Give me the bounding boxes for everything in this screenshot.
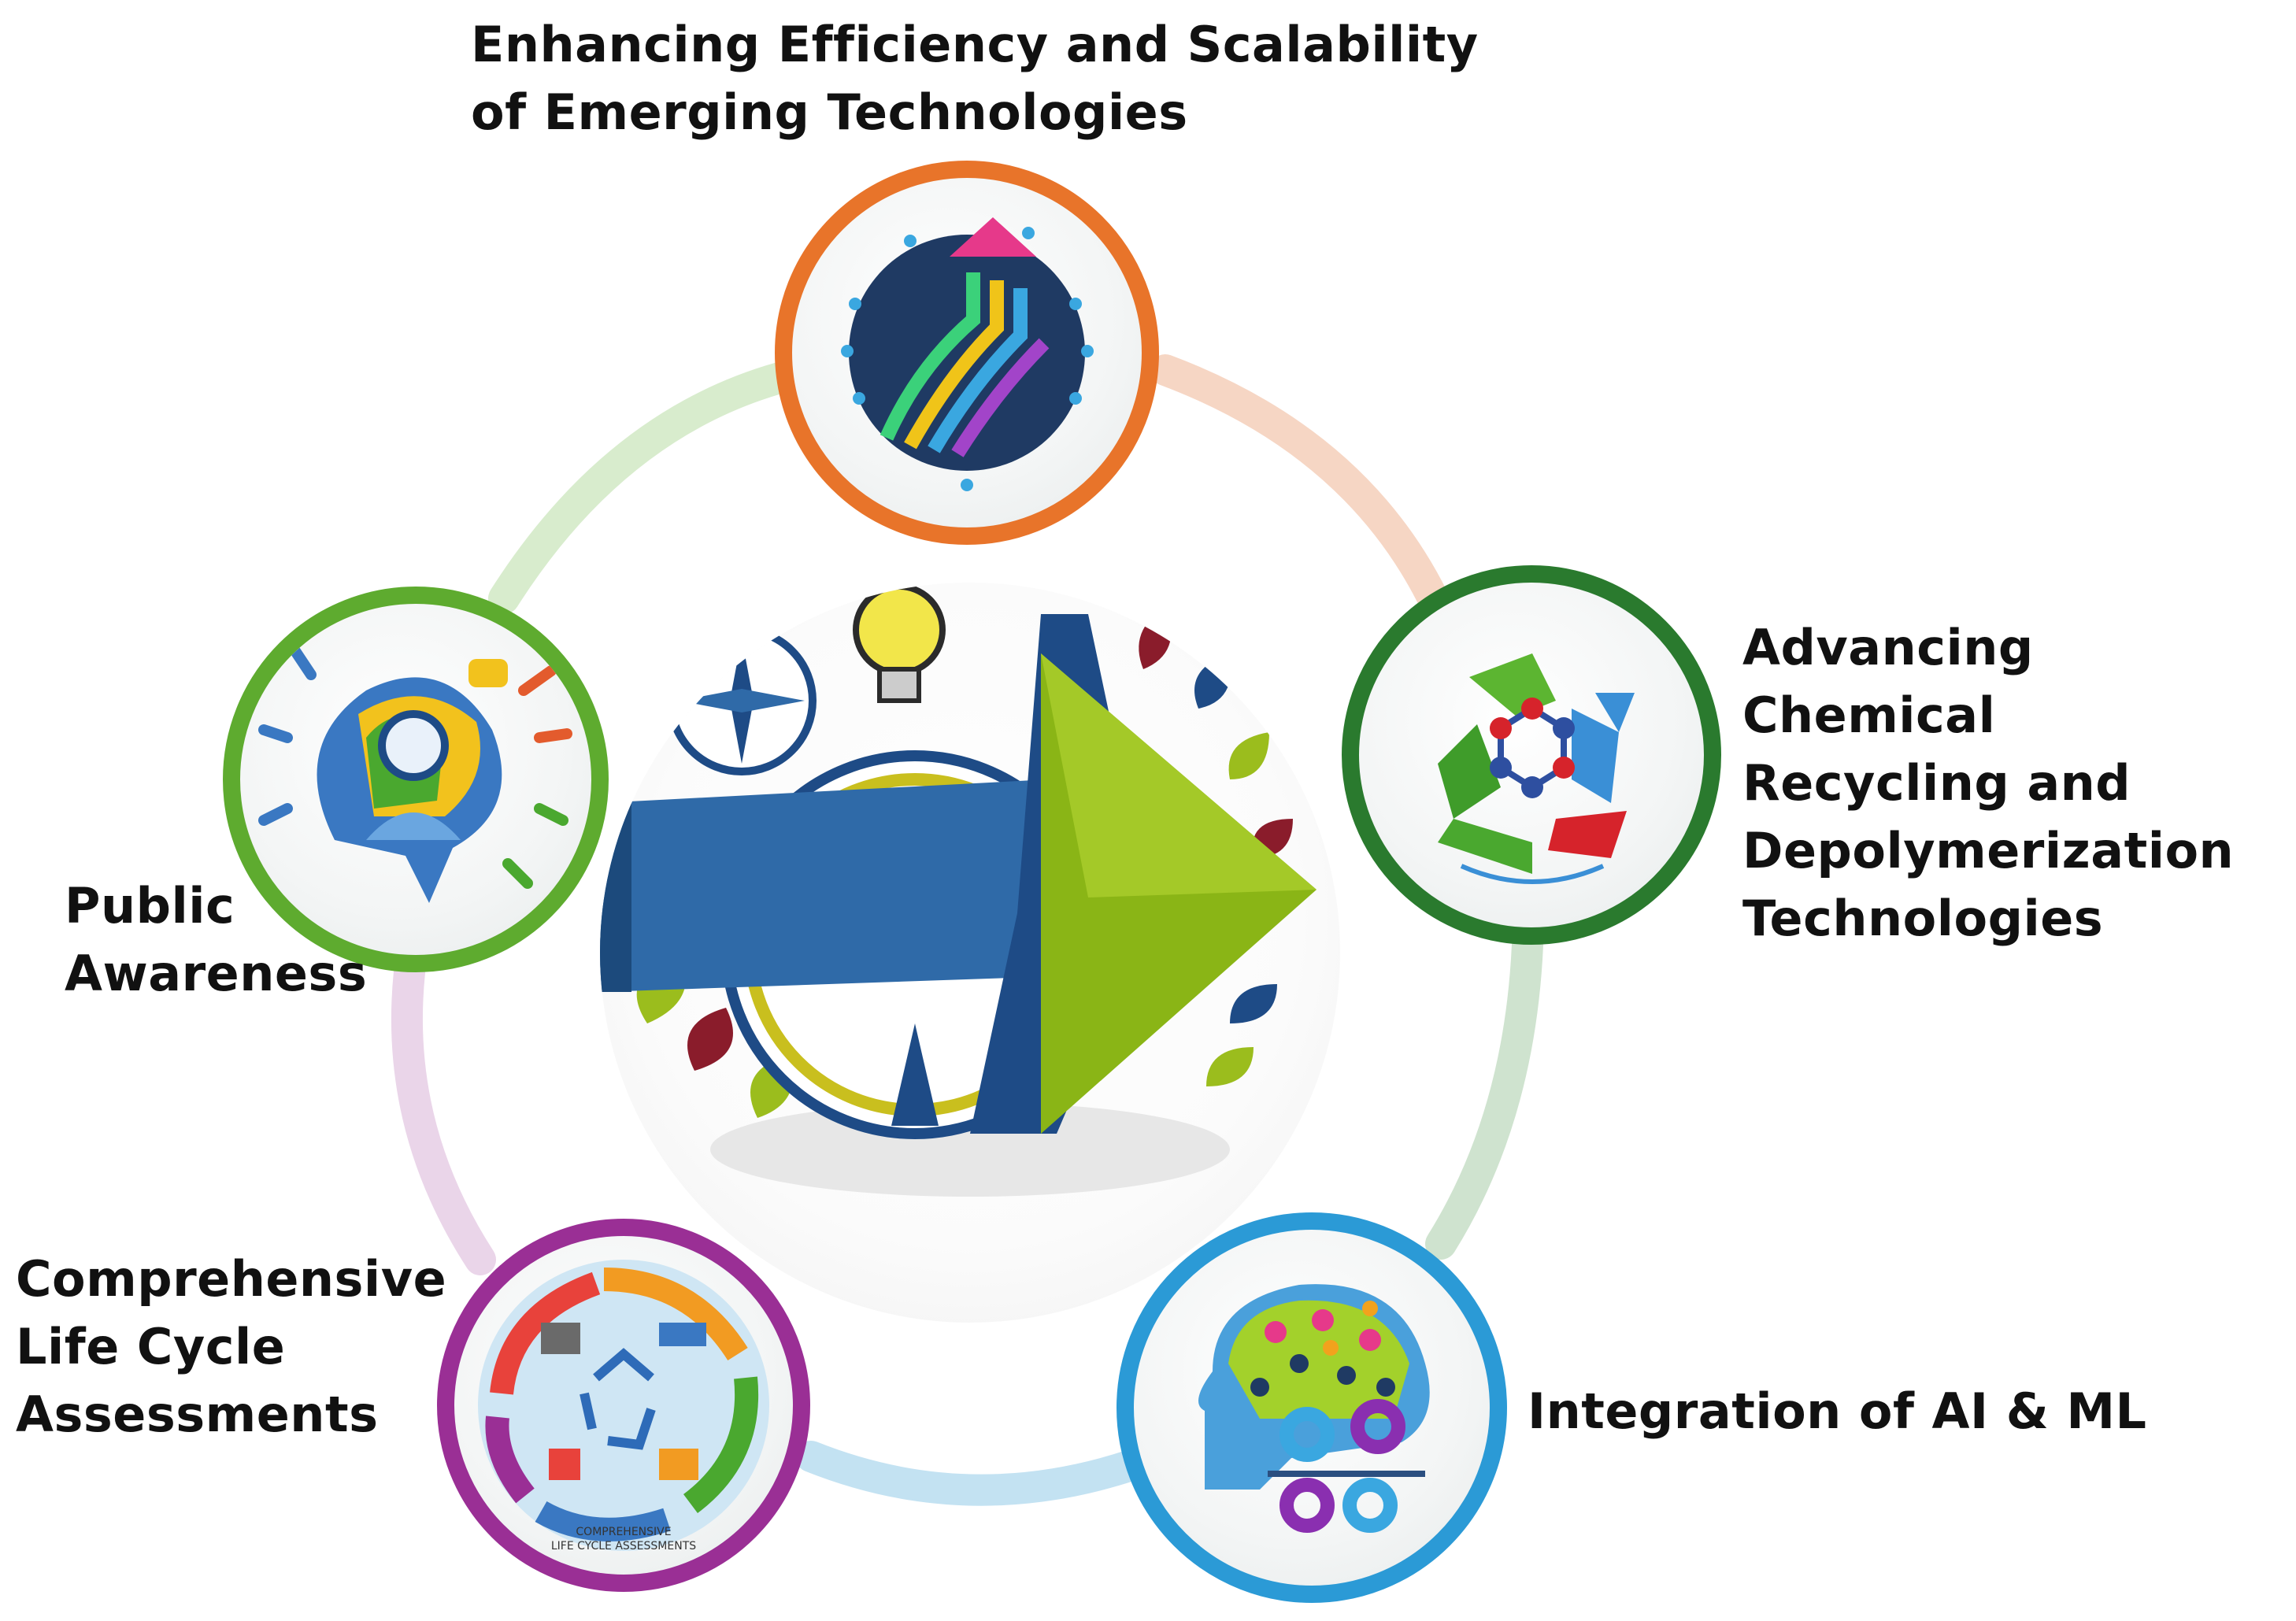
- ring-segment-top-right: [1150, 354, 1449, 614]
- svg-text:LIFE CYCLE ASSESSMENTS: LIFE CYCLE ASSESSMENTS: [551, 1540, 696, 1553]
- life-cycle-caption: COMPREHENSIVE: [576, 1526, 671, 1538]
- label-life-cycle-assessments: Comprehensive Life Cycle Assessments: [16, 1250, 447, 1443]
- forward-arrow-compass-icon: [600, 583, 1316, 1197]
- ring-segment-left-bottom: [391, 957, 496, 1275]
- label-efficiency-scalability: Enhancing Efficiency and Scalability of …: [471, 16, 1479, 141]
- ring-segment-left-top: [488, 362, 795, 614]
- chemical-recycling-node: [1342, 565, 1721, 945]
- ai-brain-gears-icon: [1198, 1284, 1430, 1533]
- label-chemical-recycling: Advancing Chemical Recycling and Depolym…: [1742, 619, 2235, 947]
- public-awareness-speech-icon: [258, 646, 572, 903]
- ai-ml-integration-node: [1117, 1212, 1507, 1603]
- label-ai-ml: Integration of AI & ML: [1528, 1382, 2147, 1440]
- ring-segment-bottom: [795, 1441, 1150, 1506]
- circuit-upward-arrow-icon: [841, 217, 1094, 491]
- ring-segment-right-bottom: [1425, 929, 1543, 1260]
- life-cycle-assessment-icon: COMPREHENSIVE LIFE CYCLE ASSESSMENTS: [478, 1260, 769, 1553]
- efficiency-scalability-node: [775, 161, 1159, 545]
- label-public-awareness: Public Awareness: [65, 877, 368, 1002]
- life-cycle-assessment-node: COMPREHENSIVE LIFE CYCLE ASSESSMENTS: [437, 1219, 810, 1592]
- center-illustration: [600, 583, 1340, 1323]
- recycle-molecule-icon: [1438, 653, 1635, 884]
